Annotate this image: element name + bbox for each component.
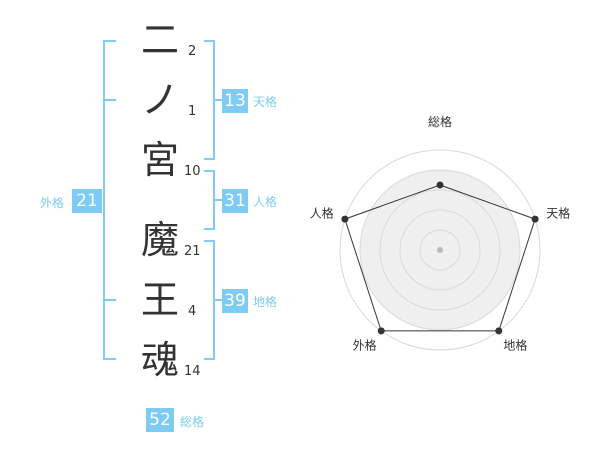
givenname-divider-tick	[103, 299, 116, 301]
radar-axis-label-1: 総格	[428, 114, 452, 129]
radar-axis-label-4: 外格	[353, 337, 377, 352]
soukaku-value-badge: 52	[146, 408, 174, 432]
radar-value-polygon	[344, 184, 536, 332]
tenkaku-connector	[215, 99, 222, 101]
gaikaku-bracket	[103, 40, 116, 360]
stroke-count-1: 2	[188, 44, 197, 59]
chikaku-value-badge: 39	[222, 289, 248, 313]
radar-point-1	[436, 181, 444, 189]
radar-point-5	[341, 215, 349, 223]
stroke-count-5: 4	[188, 304, 197, 319]
stroke-count-3: 10	[184, 164, 201, 179]
stroke-count-2: 1	[188, 104, 197, 119]
tenkaku-bracket	[204, 40, 215, 160]
name-char-5: 王	[140, 278, 179, 322]
radar-point-3	[495, 327, 503, 335]
stroke-count-6: 14	[184, 364, 201, 379]
gaikaku-label: 外格	[40, 196, 65, 210]
radar-point-2	[531, 215, 539, 223]
jinkaku-value-badge: 31	[222, 189, 248, 213]
radar-axis-label-3: 地格	[503, 337, 527, 352]
tenkaku-value-badge: 13	[222, 89, 248, 113]
name-char-3: 宮	[140, 138, 179, 182]
radar-axis-label-2: 天格	[546, 206, 570, 221]
name-char-6: 魂	[140, 338, 179, 382]
chikaku-bracket	[204, 240, 215, 360]
surname-divider-tick	[103, 99, 116, 101]
stroke-count-4: 21	[184, 244, 201, 259]
jinkaku-bracket	[204, 170, 215, 230]
tenkaku-label: 天格	[253, 95, 278, 109]
gaikaku-value-badge: 21	[72, 189, 102, 213]
jinkaku-connector	[215, 199, 222, 201]
name-char-2: ノ	[140, 78, 179, 122]
radar-point-4	[377, 327, 385, 335]
chikaku-connector	[215, 299, 222, 301]
radar-axis-label-5: 人格	[310, 206, 334, 221]
chikaku-label: 地格	[253, 295, 278, 309]
jinkaku-label: 人格	[253, 195, 278, 209]
soukaku-label: 総格	[180, 415, 205, 429]
name-char-1: 二	[140, 18, 179, 62]
radar-center-dot	[437, 247, 443, 253]
name-char-4: 魔	[140, 218, 179, 262]
